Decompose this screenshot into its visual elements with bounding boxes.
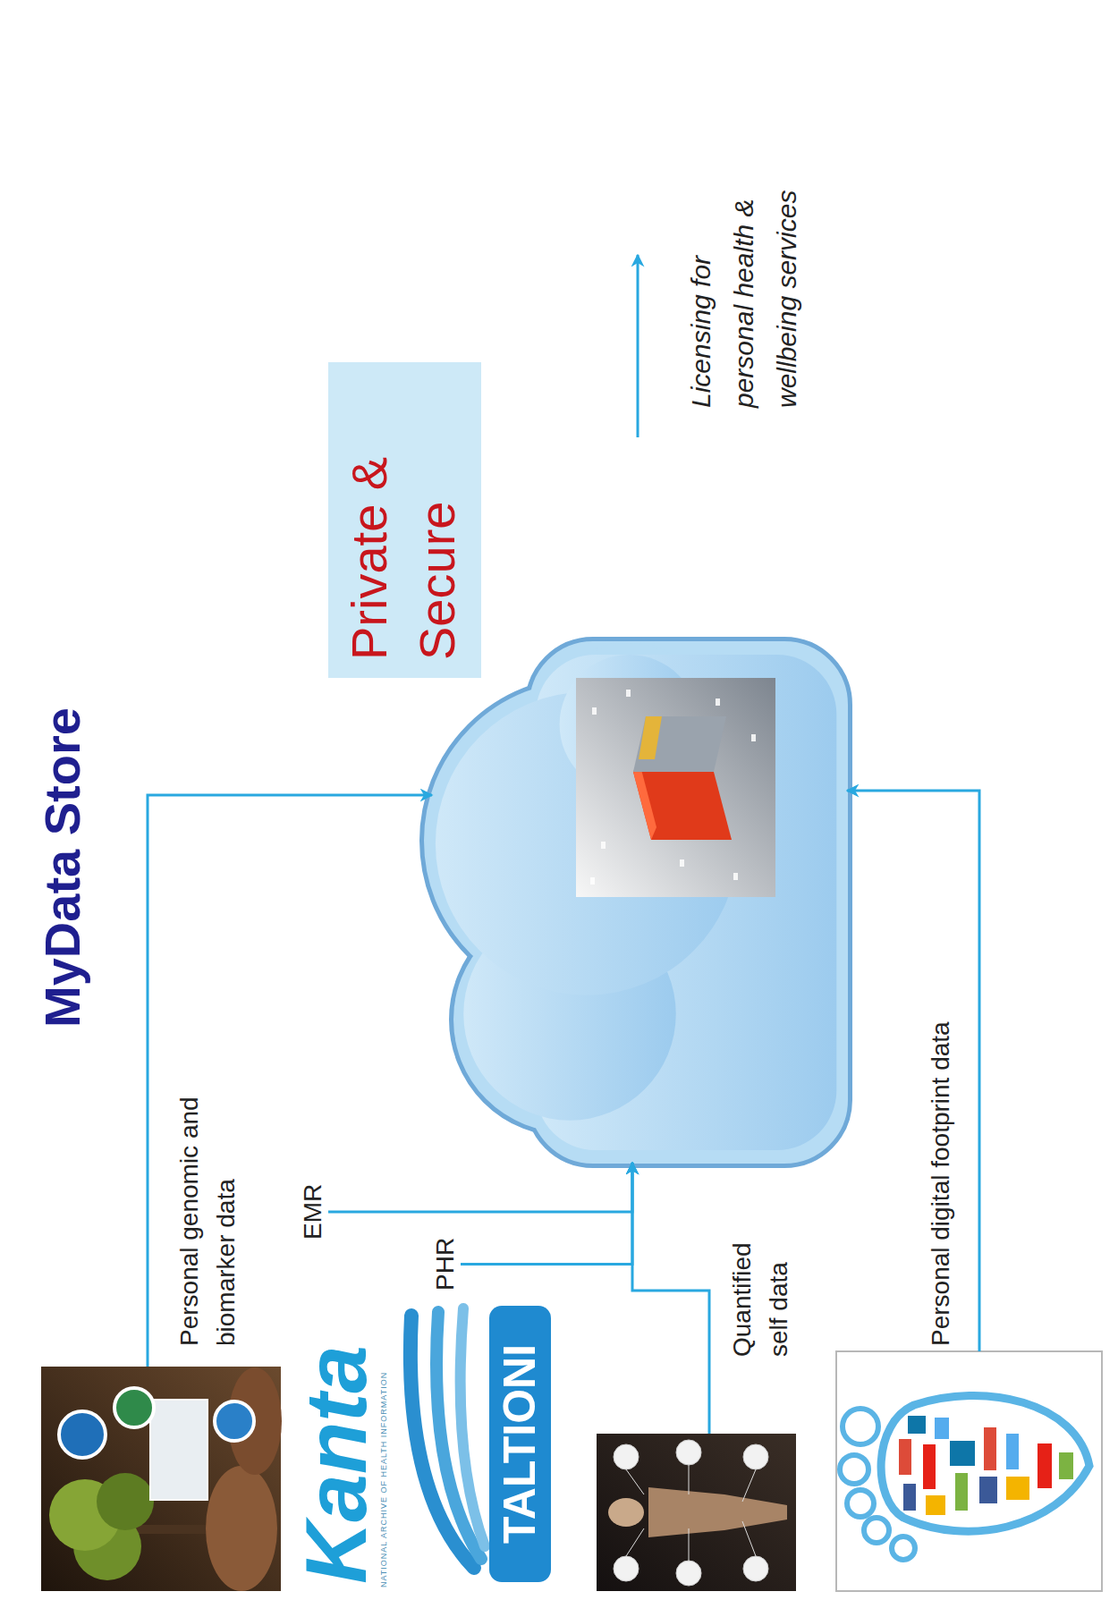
source-node: Personal digital footprint data xyxy=(836,929,1103,1592)
flow-arrow xyxy=(636,254,640,438)
label-box: Private & Secure xyxy=(328,362,482,678)
node-label: Quantified self data xyxy=(724,1204,797,1357)
node-label: PHR xyxy=(430,1237,461,1291)
node-label: Licensing for personal health & wellbein… xyxy=(679,152,809,408)
taltioni-logo xyxy=(410,1305,551,1583)
picture-frame xyxy=(836,1351,1102,1592)
logo-wordmark: TALTIONI xyxy=(489,1305,551,1583)
flow-arrow xyxy=(328,1162,633,1212)
cloud-shape xyxy=(423,642,847,1163)
picture-frame xyxy=(41,1366,281,1592)
logo-wordmark: Kanta xyxy=(284,1345,388,1584)
slide-title: MyData Store xyxy=(32,707,93,1028)
cloud-outline xyxy=(424,642,847,1163)
genomic-photo xyxy=(41,1366,282,1592)
source-node: Quantified self data xyxy=(590,1197,810,1592)
node-label: Personal genomic and biomarker data xyxy=(171,1059,245,1347)
flow-arrow xyxy=(460,1162,633,1265)
logo-subtitle: NATIONAL ARCHIVE OF HEALTH INFORMATION xyxy=(379,1372,390,1588)
node-label: Personal digital footprint data xyxy=(925,1021,957,1347)
flow-arrow xyxy=(147,795,432,1367)
source-node: Personal genomic and biomarker data xyxy=(41,1036,283,1592)
cloud-fill xyxy=(435,654,837,1151)
node-label: EMR xyxy=(297,1184,329,1240)
cloud-store: Private & Secure xyxy=(328,437,847,1163)
source-node: Licensing for personal health & wellbein… xyxy=(617,148,832,408)
flow-arrow xyxy=(632,1162,710,1434)
cloud-rim xyxy=(424,642,847,1163)
flow-arrow xyxy=(846,790,980,1352)
picture-frame xyxy=(596,1433,797,1592)
footprint-picture xyxy=(836,1351,1102,1592)
quantified-self-photo xyxy=(596,1433,797,1592)
server-photo xyxy=(575,677,776,898)
